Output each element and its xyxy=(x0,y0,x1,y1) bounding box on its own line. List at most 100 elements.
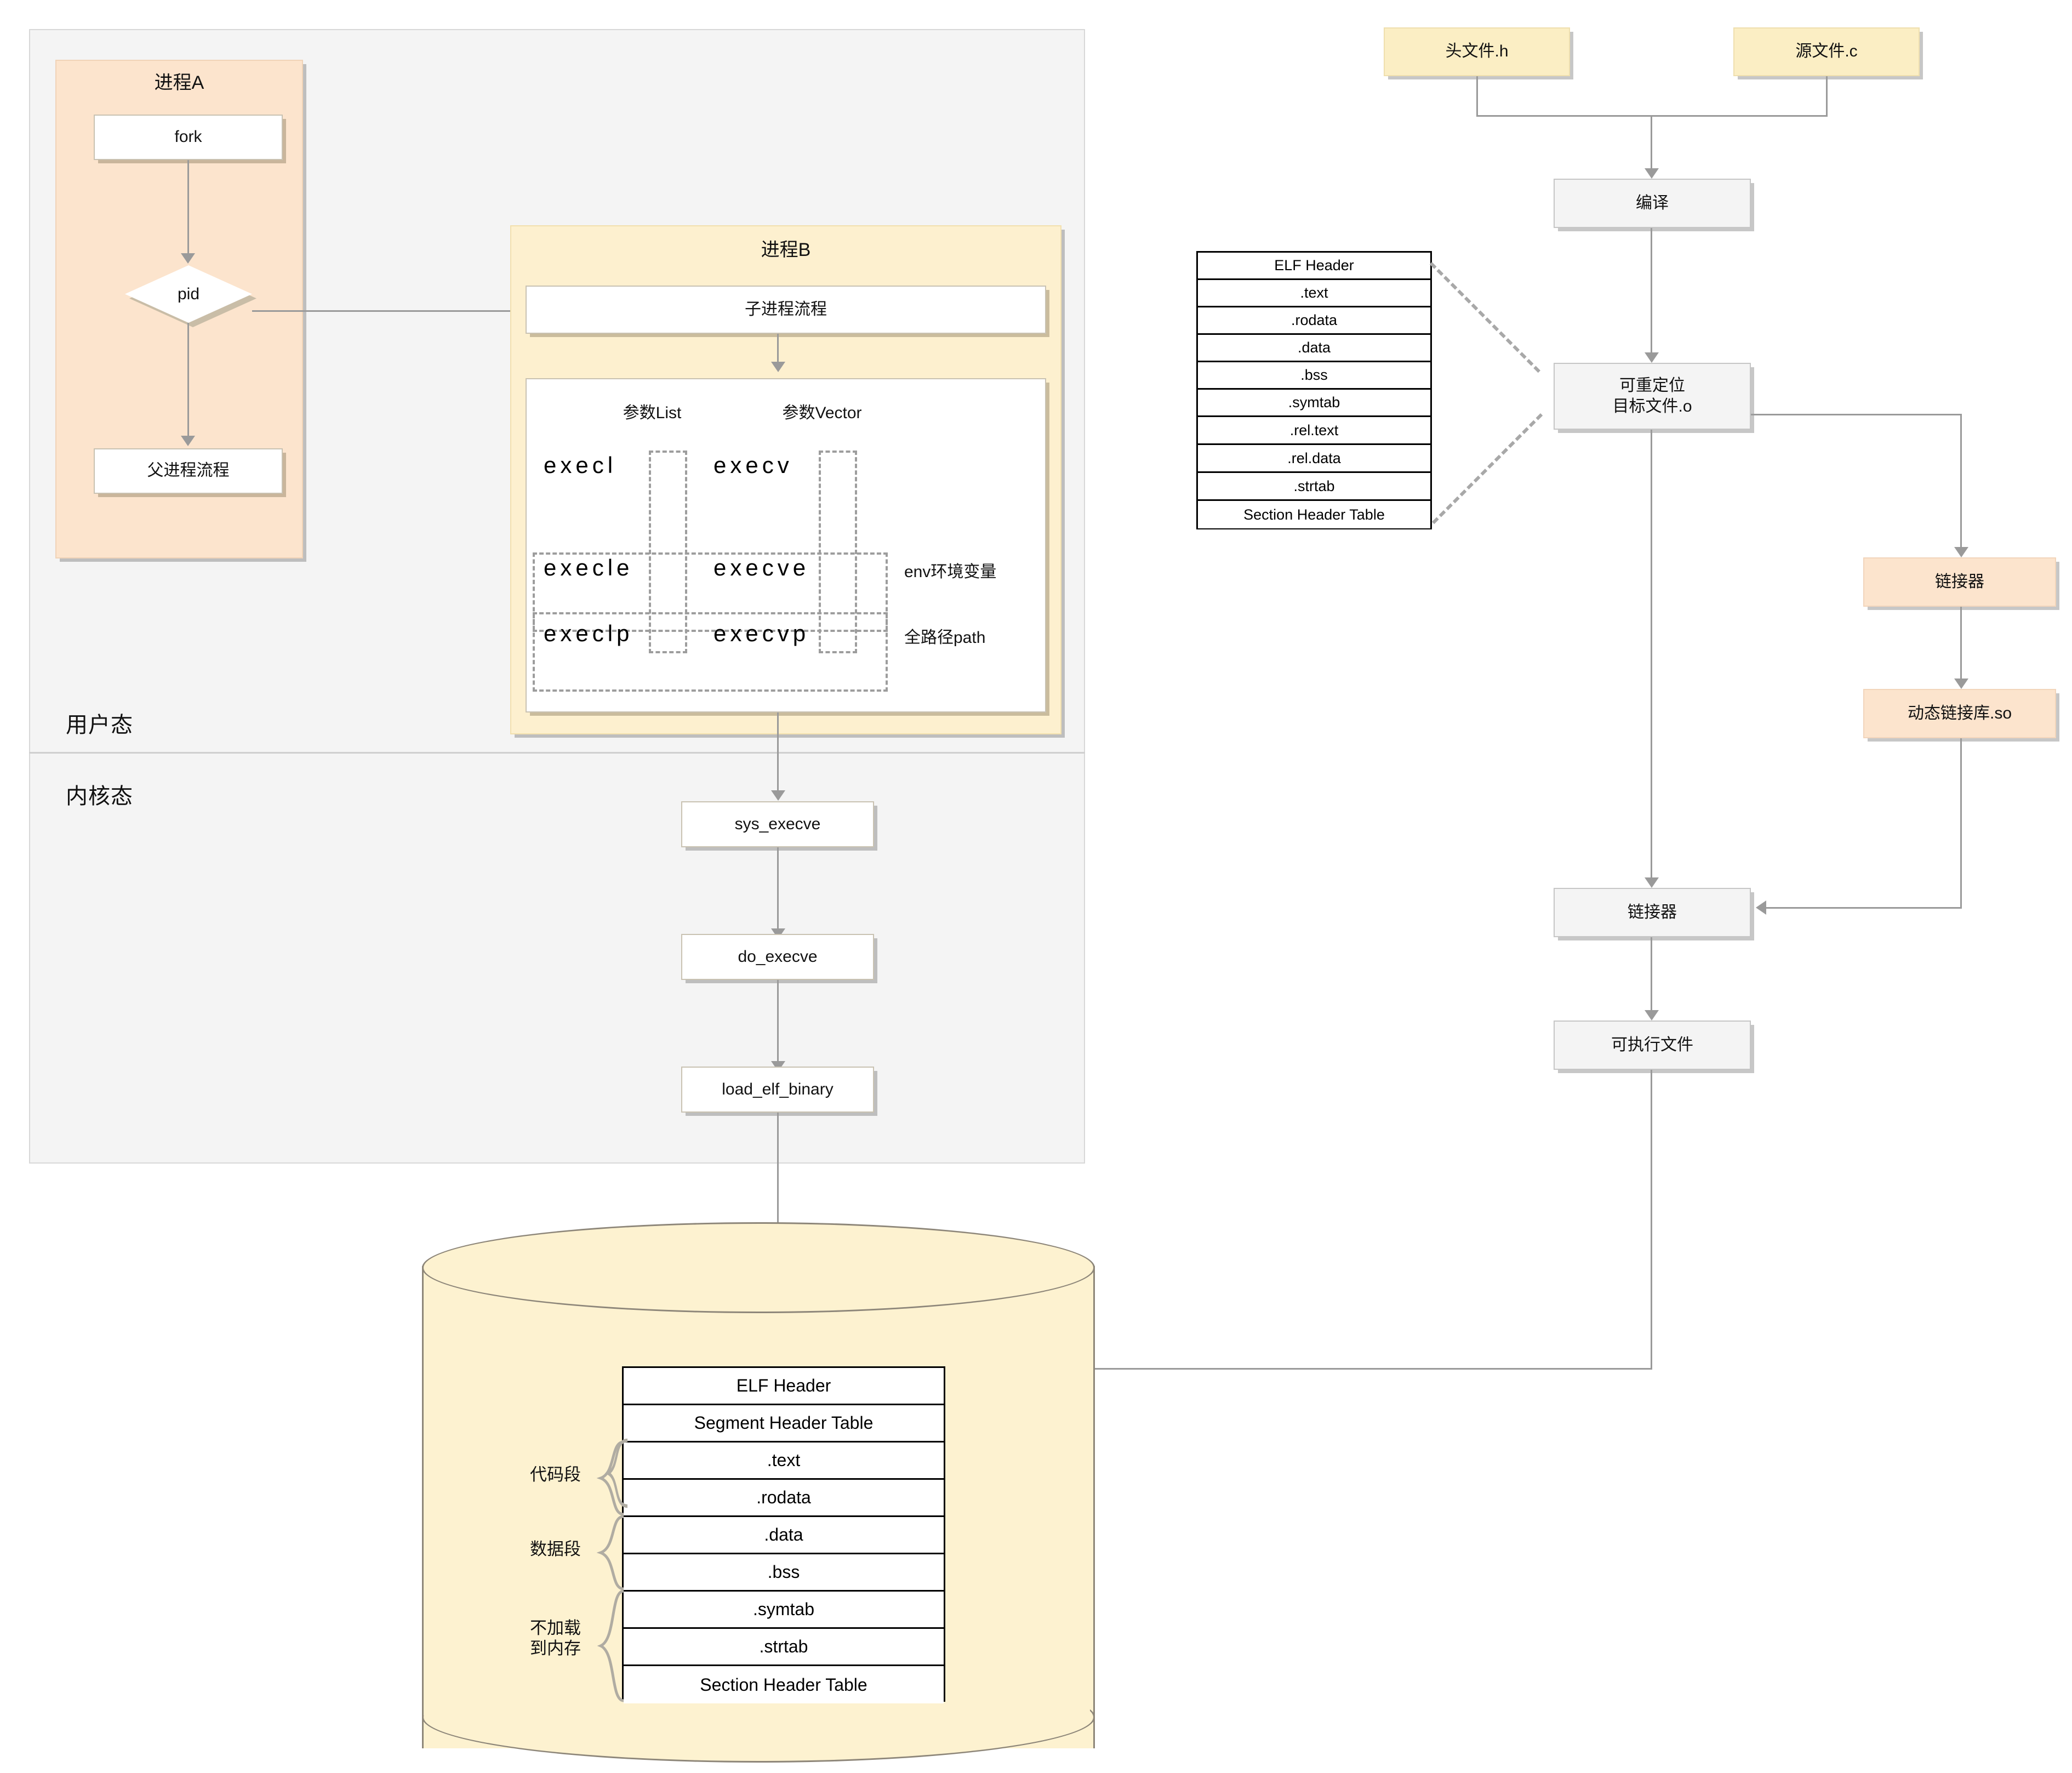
child-flow-label: 子进程流程 xyxy=(745,300,827,318)
edge-object-to-dynlinker-v xyxy=(1960,414,1962,548)
memimage-section-row: .data xyxy=(624,1517,944,1554)
segment-label-data-text: 数据段 xyxy=(530,1540,581,1559)
edge-pid-to-parent xyxy=(187,323,189,437)
edge-so-to-linker-h xyxy=(1766,907,1962,909)
memimage-section-row: .rodata xyxy=(624,1480,944,1517)
final-linker-label: 链接器 xyxy=(1628,903,1677,921)
dashbox-env-row xyxy=(533,552,888,632)
edge-sourcefile-down xyxy=(1826,76,1828,116)
parent-flow-box[interactable]: 父进程流程 xyxy=(94,448,283,494)
edge-childflow-to-exec xyxy=(777,334,779,364)
memimage-section-row: Segment Header Table xyxy=(624,1405,944,1443)
user-kernel-divider xyxy=(29,752,1085,754)
arrowhead-dynlinker-to-so xyxy=(1954,679,1968,689)
dynamic-linker-label: 链接器 xyxy=(1935,572,1984,591)
exec-col-header-list: 参数List xyxy=(623,404,682,422)
edge-fork-to-pid xyxy=(187,160,189,254)
dynamic-linker-box[interactable]: 链接器 xyxy=(1863,557,2056,607)
edge-executable-to-memimage-v xyxy=(1651,1070,1652,1369)
fork-box[interactable]: fork xyxy=(94,115,283,160)
exec-word-execv: execv xyxy=(714,452,793,478)
relocatable-object-line2: 目标文件.o xyxy=(1612,397,1692,415)
label-user-mode: 用户态 xyxy=(66,713,133,737)
process-a-title: 进程A xyxy=(154,72,204,93)
object-section-row: .bss xyxy=(1198,362,1430,390)
brace-data-segment xyxy=(596,1515,624,1590)
segment-label-not-loaded-line2: 到内存 xyxy=(530,1639,581,1658)
segment-label-not-loaded-line1: 不加载 xyxy=(530,1618,581,1638)
fork-label: fork xyxy=(174,128,202,146)
object-section-row: .rel.data xyxy=(1198,445,1430,473)
dashbox-l-column xyxy=(649,451,687,653)
edge-linker-to-executable xyxy=(1651,937,1652,1011)
memimage-section-row: .symtab xyxy=(624,1592,944,1629)
exec-note-env: env环境变量 xyxy=(904,563,997,581)
dashbox-v-column xyxy=(819,451,857,653)
child-flow-box[interactable]: 子进程流程 xyxy=(526,286,1046,334)
load-elf-binary-label: load_elf_binary xyxy=(722,1080,834,1098)
arrowhead-compile-to-object xyxy=(1645,352,1659,363)
exec-word-execve: execve xyxy=(714,555,810,580)
edge-doexecve-to-loadelf xyxy=(777,980,779,1062)
shared-object-box[interactable]: 动态链接库.so xyxy=(1863,689,2056,738)
header-file-label: 头文件.h xyxy=(1445,42,1509,61)
edge-compile-to-object xyxy=(1651,228,1652,354)
sys-execve-label: sys_execve xyxy=(734,814,821,833)
segment-label-code-text: 代码段 xyxy=(530,1465,581,1484)
load-elf-binary-box[interactable]: load_elf_binary xyxy=(681,1067,874,1113)
memimage-section-row: ELF Header xyxy=(624,1368,944,1405)
source-file-label: 源文件.c xyxy=(1795,42,1858,61)
source-file-box[interactable]: 源文件.c xyxy=(1733,27,1920,76)
edge-object-to-dynlinker-h xyxy=(1751,414,1962,415)
object-section-row: .symtab xyxy=(1198,390,1430,417)
executable-label: 可执行文件 xyxy=(1611,1035,1693,1054)
header-file-box[interactable]: 头文件.h xyxy=(1384,27,1570,76)
edge-so-to-linker-v xyxy=(1960,738,1962,908)
memimage-section-row: .strtab xyxy=(624,1629,944,1666)
sys-execve-box[interactable]: sys_execve xyxy=(681,801,874,847)
object-section-row: Section Header Table xyxy=(1198,501,1430,528)
memimage-section-row: .text xyxy=(624,1443,944,1480)
dashbox-path-row xyxy=(533,612,888,692)
exec-word-execlp: execlp xyxy=(544,620,633,646)
arrowhead-join-to-compile xyxy=(1645,168,1659,179)
segment-label-code: 代码段 xyxy=(460,1464,581,1485)
exec-col-header-vector: 参数Vector xyxy=(782,404,862,422)
pid-label: pid xyxy=(177,284,200,303)
arrowhead-childflow-to-exec xyxy=(771,362,785,372)
parent-flow-label: 父进程流程 xyxy=(147,461,230,480)
arrowhead-linker-to-executable xyxy=(1645,1010,1659,1021)
object-section-row: .strtab xyxy=(1198,473,1430,501)
brace-code-segment xyxy=(596,1440,624,1516)
segment-label-not-loaded: 不加载 到内存 xyxy=(460,1618,581,1658)
arrowhead-exec-to-sysexecve xyxy=(771,790,785,801)
edge-object-to-linker xyxy=(1651,430,1652,879)
segment-label-data: 数据段 xyxy=(460,1539,581,1559)
object-section-row: .data xyxy=(1198,335,1430,362)
callout-line-bottom xyxy=(1432,413,1543,525)
pid-decision[interactable]: pid xyxy=(125,265,256,327)
compile-box[interactable]: 编译 xyxy=(1554,179,1751,228)
exec-word-execl: execl xyxy=(544,452,617,478)
edge-headerfile-down xyxy=(1476,76,1478,116)
object-section-row: .rel.text xyxy=(1198,417,1430,445)
executable-box[interactable]: 可执行文件 xyxy=(1554,1021,1751,1070)
do-execve-box[interactable]: do_execve xyxy=(681,934,874,980)
edge-sysexecve-to-doexecve xyxy=(777,847,779,930)
arrowhead-so-to-linker xyxy=(1756,900,1766,915)
compile-label: 编译 xyxy=(1636,193,1669,212)
object-section-row: ELF Header xyxy=(1198,253,1430,280)
object-section-row: .rodata xyxy=(1198,307,1430,335)
object-section-row: .text xyxy=(1198,280,1430,307)
relocatable-object-box[interactable]: 可重定位 目标文件.o xyxy=(1554,363,1751,430)
memimage-section-row: .bss xyxy=(624,1554,944,1592)
object-file-section-table: ELF Header .text .rodata .data .bss .sym… xyxy=(1196,251,1432,529)
edge-dynlinker-to-so xyxy=(1960,607,1962,680)
exec-word-execvp: execvp xyxy=(714,620,810,646)
exec-word-execle: execle xyxy=(544,555,633,580)
arrowhead-pid-to-parent xyxy=(181,436,195,446)
final-linker-box[interactable]: 链接器 xyxy=(1554,888,1751,937)
callout-line-top xyxy=(1429,262,1540,373)
shared-object-label: 动态链接库.so xyxy=(1907,704,2012,722)
